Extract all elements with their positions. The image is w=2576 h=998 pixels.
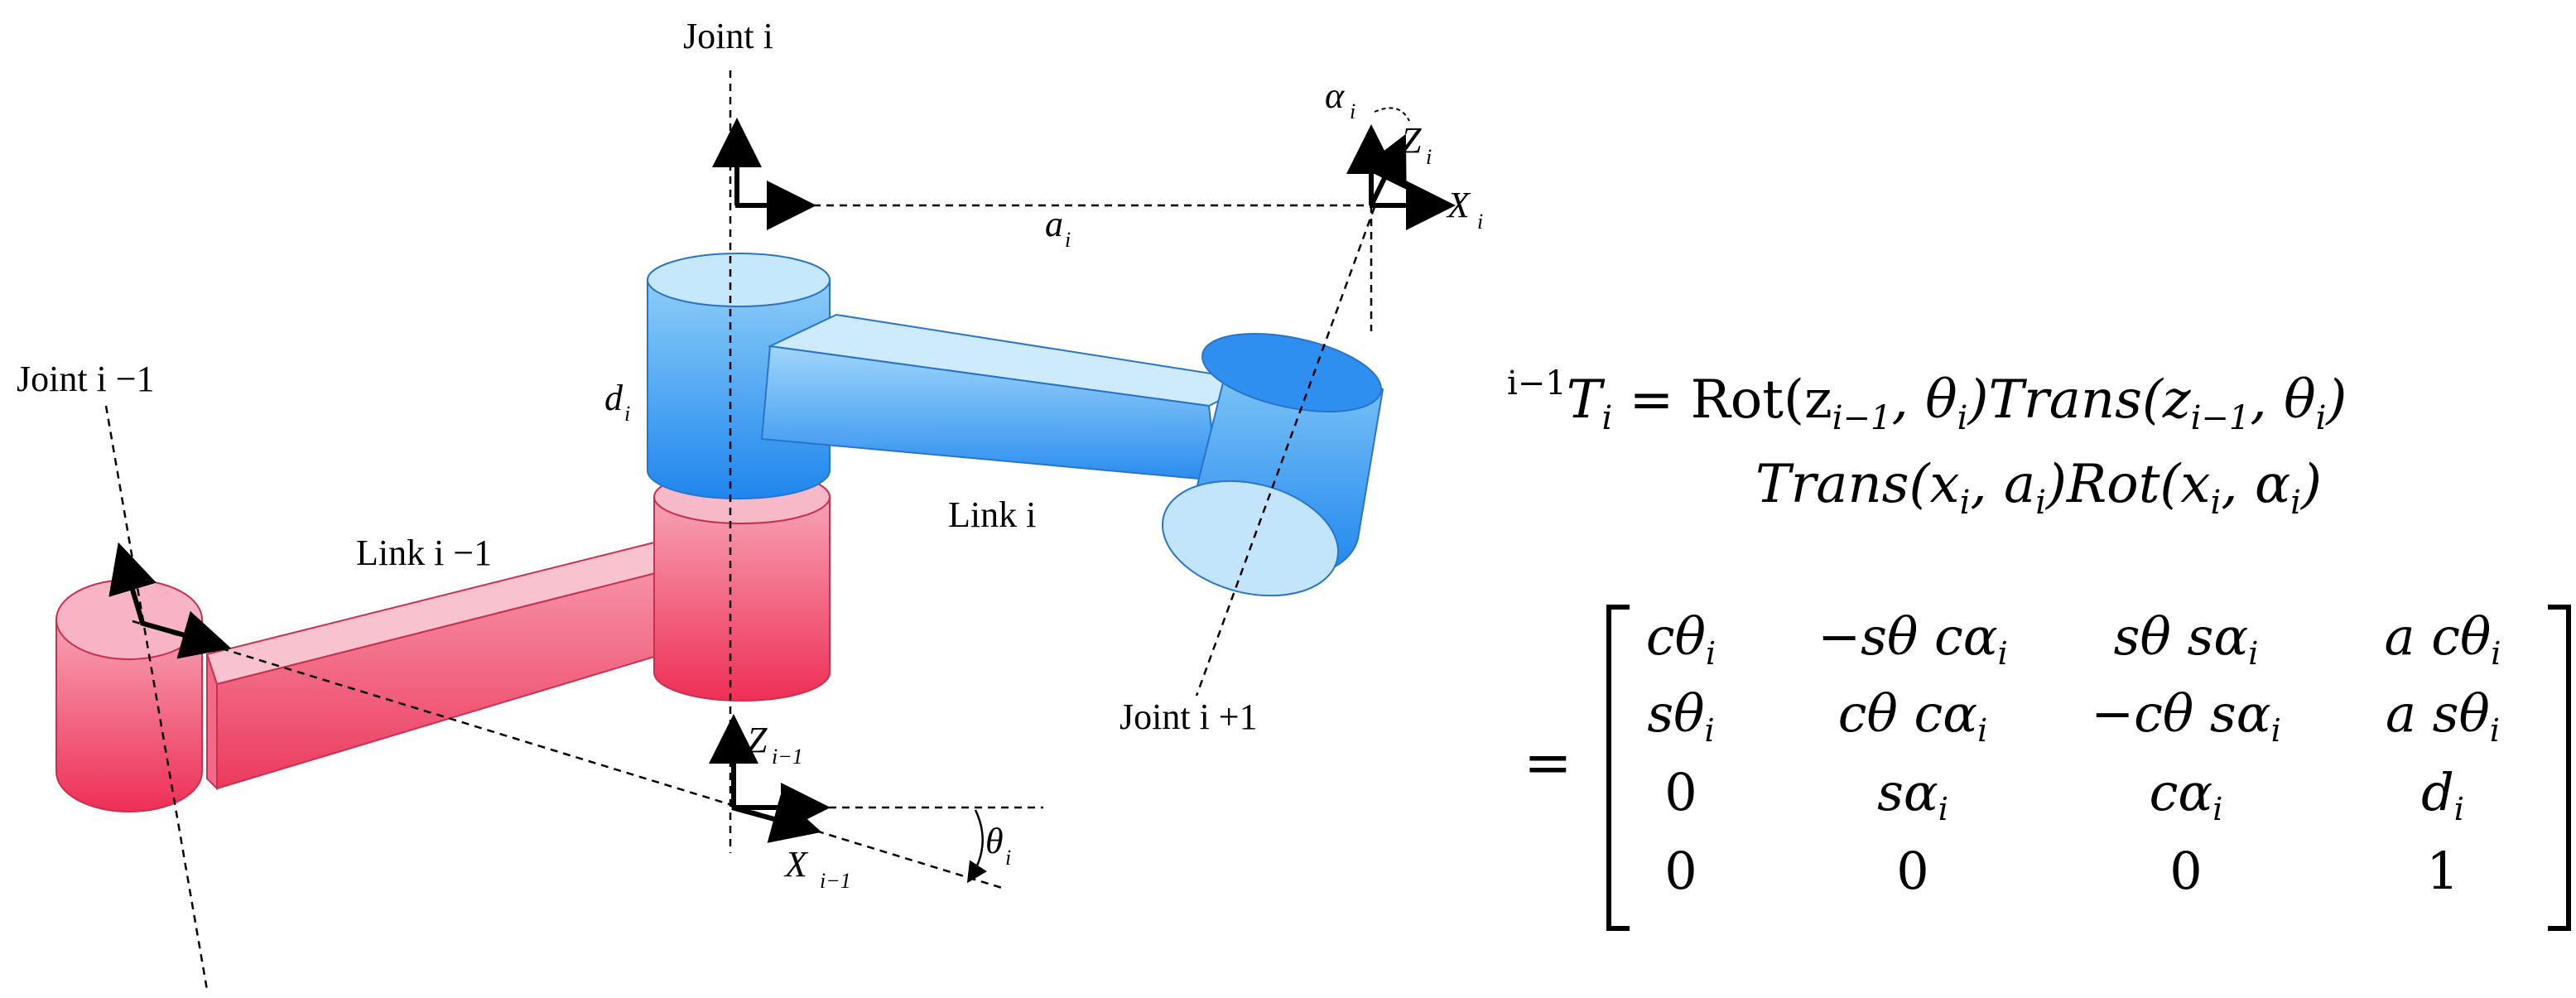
transformation-matrix: cθi −sθ cαi sθ sαi a cθi sθi cθ cαi −cθ … <box>1606 605 2571 936</box>
joint-i-minus-1-axis <box>104 405 209 991</box>
sub-theta-1: i <box>1957 399 1968 437</box>
z-i-subscript: i <box>1426 145 1432 169</box>
matrix-cell-r2c2: cθ cαi <box>1837 683 1988 749</box>
x-i-minus-1-extension <box>132 620 1003 890</box>
matrix-cell-r4c4: 1 <box>2426 841 2459 901</box>
matrix-cell-r1c2: −sθ cαi <box>1818 606 2008 672</box>
dashed-reference-lines <box>104 70 1376 991</box>
matrix-cell-r3c4: di <box>2421 762 2464 827</box>
alpha-text: , α <box>2221 454 2291 515</box>
frame-arrows <box>108 118 1456 843</box>
dh-robot-link-diagram: Joint i Joint i −1 Joint i +1 Link i Lin… <box>17 16 1483 991</box>
sub-a: i <box>2035 484 2046 522</box>
theta-i-subscript: i <box>1005 846 1011 870</box>
matrix-cell-r3c1: 0 <box>1664 762 1697 822</box>
matrix-right-bracket <box>2548 605 2571 931</box>
link-i-minus-1-label: Link i −1 <box>356 533 492 573</box>
sub-theta-2: i <box>2315 399 2327 437</box>
rot-z-text: = Rot(z <box>1629 369 1832 431</box>
link-i-body <box>647 253 1384 597</box>
x-i-minus-1-label: X <box>783 844 809 885</box>
rot-x-text: )Rot(x <box>2046 454 2211 515</box>
equation-line-1: i−1Ti = Rot(zi−1, θi)Trans(zi−1, θi) <box>1507 364 2347 437</box>
dh-transformation-equation: i−1Ti = Rot(zi−1, θi)Trans(zi−1, θi) Tra… <box>1507 364 2575 936</box>
lhs-subscript: i <box>1601 399 1613 437</box>
joint-i-plus-1-label: Joint i +1 <box>1119 697 1258 737</box>
lhs-superscript: i−1 <box>1507 364 1567 403</box>
sub-z-2: i−1 <box>2190 399 2251 437</box>
matrix-cell-r1c3: sθ sαi <box>2113 606 2259 672</box>
sub-x-2: i <box>2210 484 2222 522</box>
alpha-i-arc <box>1374 107 1410 122</box>
theta-text-1: , θ <box>1891 369 1957 431</box>
matrix-equals-sign: = <box>1524 729 1572 797</box>
x-i-label: X <box>1446 185 1471 225</box>
sub-z-1: i−1 <box>1832 399 1892 437</box>
theta-text-2: , θ <box>2250 369 2316 431</box>
close-paren-1: ) <box>2326 369 2347 431</box>
x-i-subscript: i <box>1477 210 1483 234</box>
trans-x-text: Trans(x <box>1755 454 1960 515</box>
alpha-i-subscript: i <box>1350 99 1355 123</box>
matrix-cell-r4c1: 0 <box>1664 841 1697 901</box>
trans-z-text: )Trans(z <box>1967 369 2191 431</box>
matrix-cell-r2c4: a sθi <box>2386 683 2500 749</box>
z-i-label: Z <box>1401 120 1422 161</box>
z-i-minus-1-label: Z <box>747 720 768 760</box>
matrix-cell-r4c2: 0 <box>1896 841 1929 901</box>
d-i-subscript: i <box>624 402 630 426</box>
lhs-T: T <box>1566 369 1602 431</box>
x-i-minus-1-subscript: i−1 <box>820 869 851 893</box>
equation-line-2: Trans(xi, ai)Rot(xi, αi) <box>1755 454 2322 522</box>
link-i-minus-1-body <box>55 470 831 812</box>
a-i-label: a <box>1045 204 1063 244</box>
link-i-label: Link i <box>948 494 1036 535</box>
matrix-cell-r2c1: sθi <box>1647 683 1715 749</box>
matrix-left-bracket <box>1606 605 1630 931</box>
matrix-cell-r4c3: 0 <box>2169 841 2203 901</box>
matrix-cell-r1c4: a cθi <box>2384 606 2501 672</box>
joint-i-plus-1-axis <box>1195 206 1376 697</box>
sub-alpha: i <box>2290 484 2301 522</box>
matrix-cell-r1c1: cθi <box>1645 606 1717 672</box>
matrix-cell-r2c3: −cθ sαi <box>2091 683 2281 749</box>
close-paren-2: ) <box>2300 454 2322 515</box>
a-text: , a <box>1970 454 2036 515</box>
a-i-subscript: i <box>1065 228 1071 252</box>
theta-i-label: θ <box>985 821 1004 861</box>
joint-i-minus-1-label: Joint i −1 <box>17 359 155 399</box>
sub-x-1: i <box>1959 484 1971 522</box>
joint-i-label: Joint i <box>683 16 773 56</box>
matrix-cell-r3c3: cαi <box>2149 762 2223 827</box>
theta-i-arc <box>966 809 988 884</box>
matrix-cell-r3c2: sαi <box>1877 762 1948 827</box>
alpha-i-label: α <box>1325 75 1345 116</box>
z-i-minus-1-subscript: i−1 <box>772 745 803 769</box>
d-i-label: d <box>604 378 624 418</box>
